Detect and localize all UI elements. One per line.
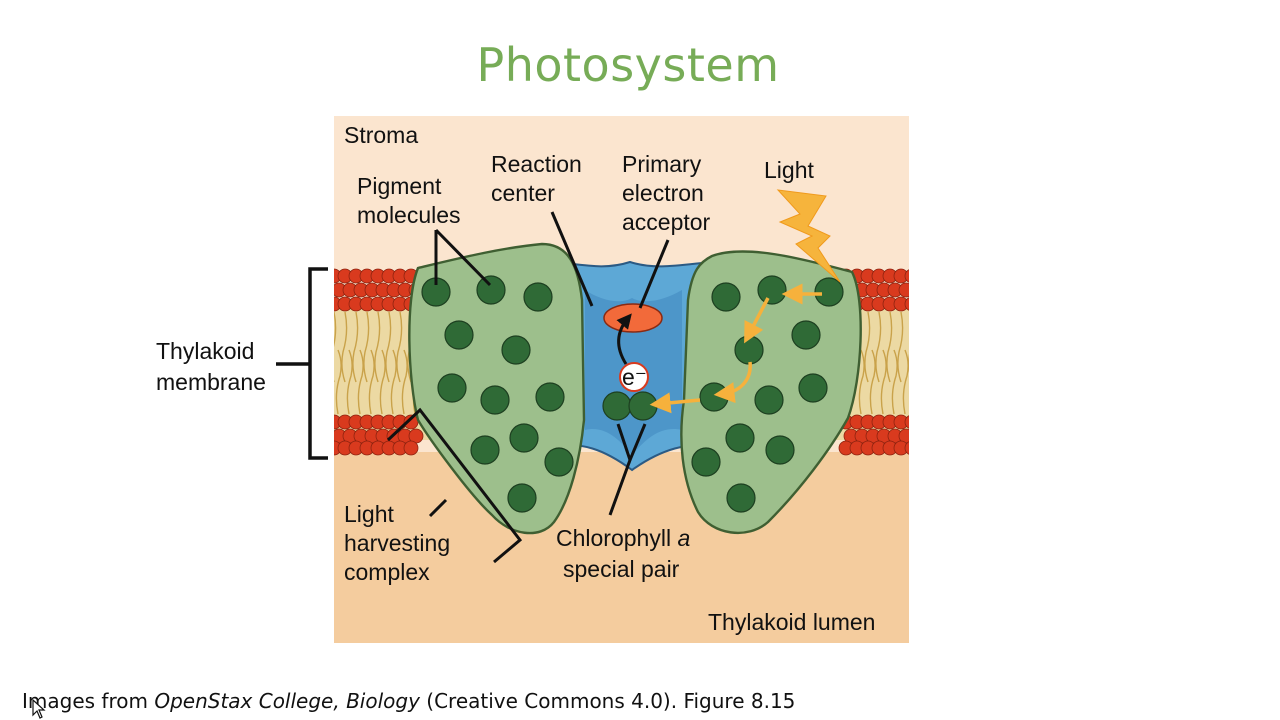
light-bolt-icon — [776, 189, 841, 283]
primary-acceptor-label-line1: Primary — [622, 151, 702, 177]
reaction-center-label-line1: Reaction — [491, 151, 582, 177]
light-harvesting-label-line2: harvesting — [344, 530, 450, 556]
thylakoid-membrane-label-line1: Thylakoid — [156, 338, 254, 364]
primary-acceptor-label-line3: acceptor — [622, 209, 711, 235]
thylakoid-membrane-label-line2: membrane — [156, 369, 266, 395]
image-credit-caption: Images from OpenStax College, Biology (C… — [22, 689, 796, 713]
primary-electron-acceptor — [603, 303, 663, 333]
diagram-panel: e⁻ Stroma Reaction center Primary — [334, 116, 909, 643]
chlorophyll-label-line1: Chlorophyll a — [556, 525, 690, 551]
light-label: Light — [764, 157, 814, 183]
pigment-molecules-label-line1: Pigment — [357, 173, 442, 199]
light-harvesting-label-line3: complex — [344, 559, 430, 585]
electron — [619, 362, 649, 392]
thylakoid-lumen-label: Thylakoid lumen — [708, 609, 875, 635]
chlorophyll-label-line2: special pair — [563, 556, 680, 582]
light-harvesting-label-line1: Light — [344, 501, 394, 527]
primary-acceptor-label-line2: electron — [622, 180, 704, 206]
stroma-label: Stroma — [344, 122, 418, 148]
pigment-molecules — [421, 275, 844, 513]
thylakoid-membrane-bracket — [276, 267, 328, 460]
slide-title: Photosystem — [476, 38, 780, 92]
electron-transfer-arrow — [616, 313, 632, 365]
mouse-cursor-icon — [32, 699, 46, 719]
reaction-center-label-line2: center — [491, 180, 555, 206]
pointer-lines — [386, 211, 670, 564]
energy-transfer-path — [649, 283, 822, 414]
electron-label: e⁻ — [622, 364, 647, 390]
pigment-molecules-label-line2: molecules — [357, 202, 461, 228]
